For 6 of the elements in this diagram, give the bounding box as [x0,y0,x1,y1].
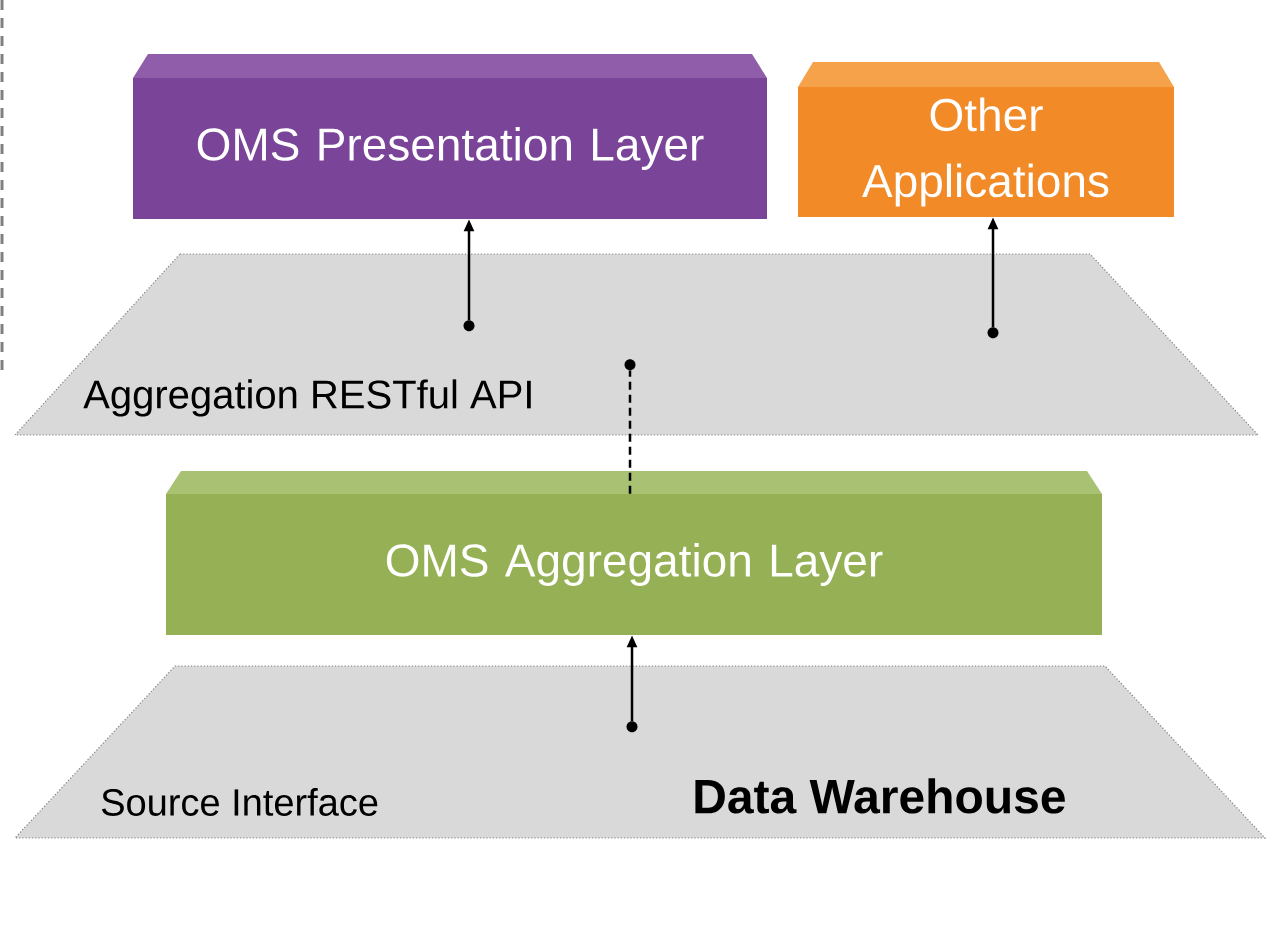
layer-label: Data Warehouse [695,778,1065,814]
3d-box: Other Applications [798,62,1174,217]
layer-label: Aggregation RESTful API [83,379,531,417]
3d-box: OMS Presentation Layer [133,54,767,219]
3d-box: OMS Aggregation Layer [166,471,1102,635]
layer-label: Source Interface [101,788,378,816]
